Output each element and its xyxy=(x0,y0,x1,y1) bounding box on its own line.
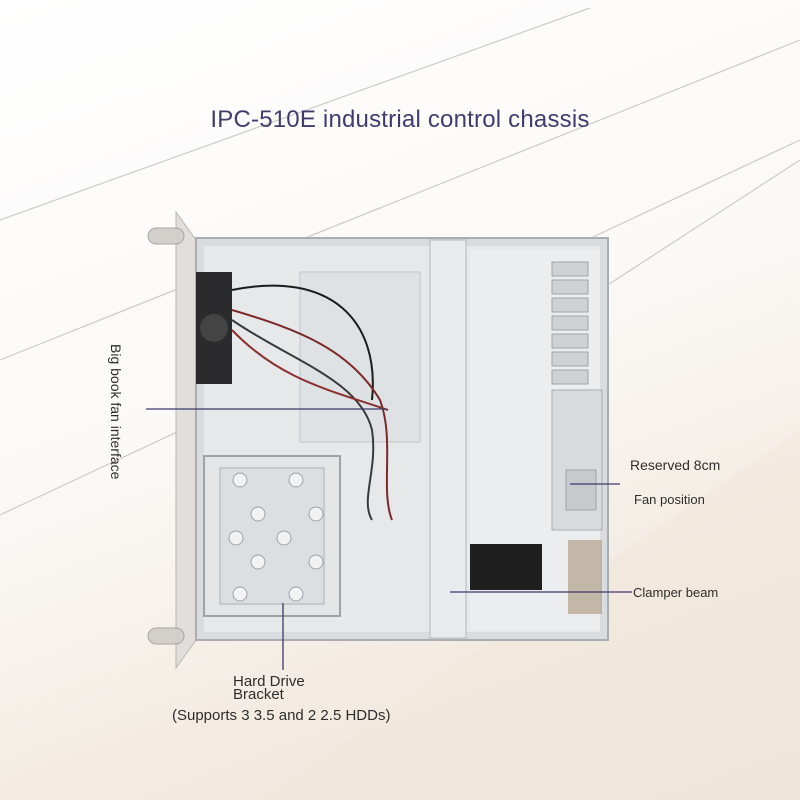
reserved-label: Reserved 8cm xyxy=(630,457,721,473)
fan-hub xyxy=(200,314,228,342)
expansion-slots xyxy=(551,261,589,385)
top-handle xyxy=(147,227,185,245)
psu-opening xyxy=(470,544,542,590)
motherboard-plate xyxy=(299,271,421,443)
fan-interface-label: Big book fan interface xyxy=(108,344,124,480)
chassis xyxy=(147,210,609,670)
hdd-support-label: (Supports 3 3.5 and 2 2.5 HDDs) xyxy=(172,707,391,724)
clamper-beam-label: Clamper beam xyxy=(633,585,719,600)
front-panel xyxy=(175,210,197,670)
bottom-handle xyxy=(147,627,185,645)
fan-cables xyxy=(231,284,393,521)
hdd-label-line1: Hard Drive xyxy=(233,673,305,690)
center-beam xyxy=(429,239,467,639)
page-title: IPC-510E industrial control chassis xyxy=(210,106,590,133)
rear-vent xyxy=(568,540,602,614)
fan-position-label: Fan position xyxy=(634,492,705,507)
fan-grill xyxy=(565,469,597,511)
leader-lines xyxy=(146,408,632,670)
hdd-bracket xyxy=(203,455,341,617)
hdd-label-line2: Bracket xyxy=(233,686,284,703)
